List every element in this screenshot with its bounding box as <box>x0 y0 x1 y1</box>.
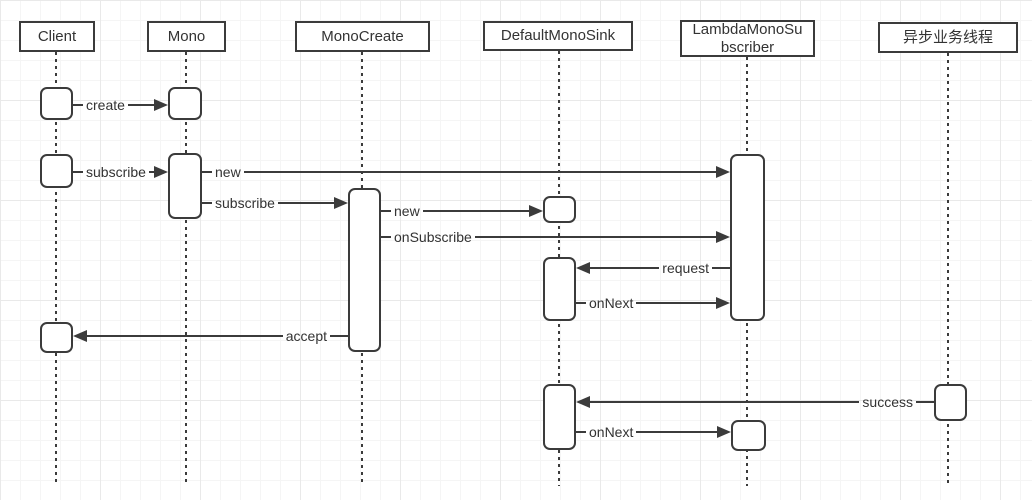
message-label: onSubscribe <box>394 229 472 245</box>
arrowhead-right-icon <box>334 197 348 209</box>
message-label: create <box>86 97 125 113</box>
message-label: subscribe <box>215 195 275 211</box>
message-success[interactable]: success <box>576 392 934 412</box>
arrowhead-right-icon <box>716 231 730 243</box>
message-onnext-2[interactable]: onNext <box>576 422 731 442</box>
activation-lambdamonosubscriber-2[interactable] <box>731 420 766 451</box>
message-onsubscribe[interactable]: onSubscribe <box>381 227 730 247</box>
message-label: accept <box>285 328 327 344</box>
message-label: success <box>862 394 913 410</box>
activation-mono-1[interactable] <box>168 87 202 120</box>
message-label: onNext <box>589 295 634 311</box>
activation-monocreate-1[interactable] <box>348 188 381 352</box>
actor-header-mono[interactable]: Mono <box>147 21 226 52</box>
message-label: request <box>662 260 709 276</box>
activation-defaultmonosink-2[interactable] <box>543 257 576 321</box>
activation-client-1[interactable] <box>40 87 73 120</box>
actor-header-client[interactable]: Client <box>19 21 95 52</box>
message-label: onNext <box>589 424 634 440</box>
message-request[interactable]: request <box>576 258 730 278</box>
message-label: subscribe <box>86 164 146 180</box>
activation-defaultmonosink-1[interactable] <box>543 196 576 223</box>
activation-defaultmonosink-3[interactable] <box>543 384 576 450</box>
activation-lambdamonosubscriber-1[interactable] <box>730 154 765 321</box>
message-subscribe-monocreate[interactable]: subscribe <box>202 193 348 213</box>
actor-header-monocreate[interactable]: MonoCreate <box>295 21 430 52</box>
message-accept[interactable]: accept <box>73 326 348 346</box>
actor-label: Client <box>37 27 77 45</box>
message-label: new <box>215 164 241 180</box>
arrowhead-right-icon <box>717 426 731 438</box>
message-subscribe-client[interactable]: subscribe <box>73 162 168 182</box>
actor-header-async-business-thread[interactable]: 异步业务线程 <box>878 22 1018 53</box>
arrowhead-right-icon <box>529 205 543 217</box>
actor-header-defaultmonosink[interactable]: DefaultMonoSink <box>483 21 633 51</box>
activation-client-3[interactable] <box>40 322 73 353</box>
activation-mono-2[interactable] <box>168 153 202 219</box>
actor-label: 异步业务线程 <box>902 28 993 46</box>
message-onnext-1[interactable]: onNext <box>576 293 730 313</box>
message-new-lambda[interactable]: new <box>202 162 730 182</box>
actor-label: Mono <box>167 27 206 45</box>
activation-client-2[interactable] <box>40 154 73 188</box>
actor-label: MonoCreate <box>321 27 404 45</box>
arrowhead-left-icon <box>73 330 87 342</box>
lifeline-mono <box>185 52 187 486</box>
lifeline-client <box>55 52 57 486</box>
arrowhead-right-icon <box>716 297 730 309</box>
arrowhead-right-icon <box>154 99 168 111</box>
actor-label: DefaultMonoSink <box>500 27 616 45</box>
arrowhead-right-icon <box>716 166 730 178</box>
activation-async-business-thread-1[interactable] <box>934 384 967 421</box>
arrowhead-left-icon <box>576 262 590 274</box>
message-label: new <box>394 203 420 219</box>
message-create[interactable]: create <box>73 95 168 115</box>
arrowhead-right-icon <box>154 166 168 178</box>
message-new-sink[interactable]: new <box>381 201 543 221</box>
lifeline-async-business-thread <box>947 53 949 486</box>
arrowhead-left-icon <box>576 396 590 408</box>
